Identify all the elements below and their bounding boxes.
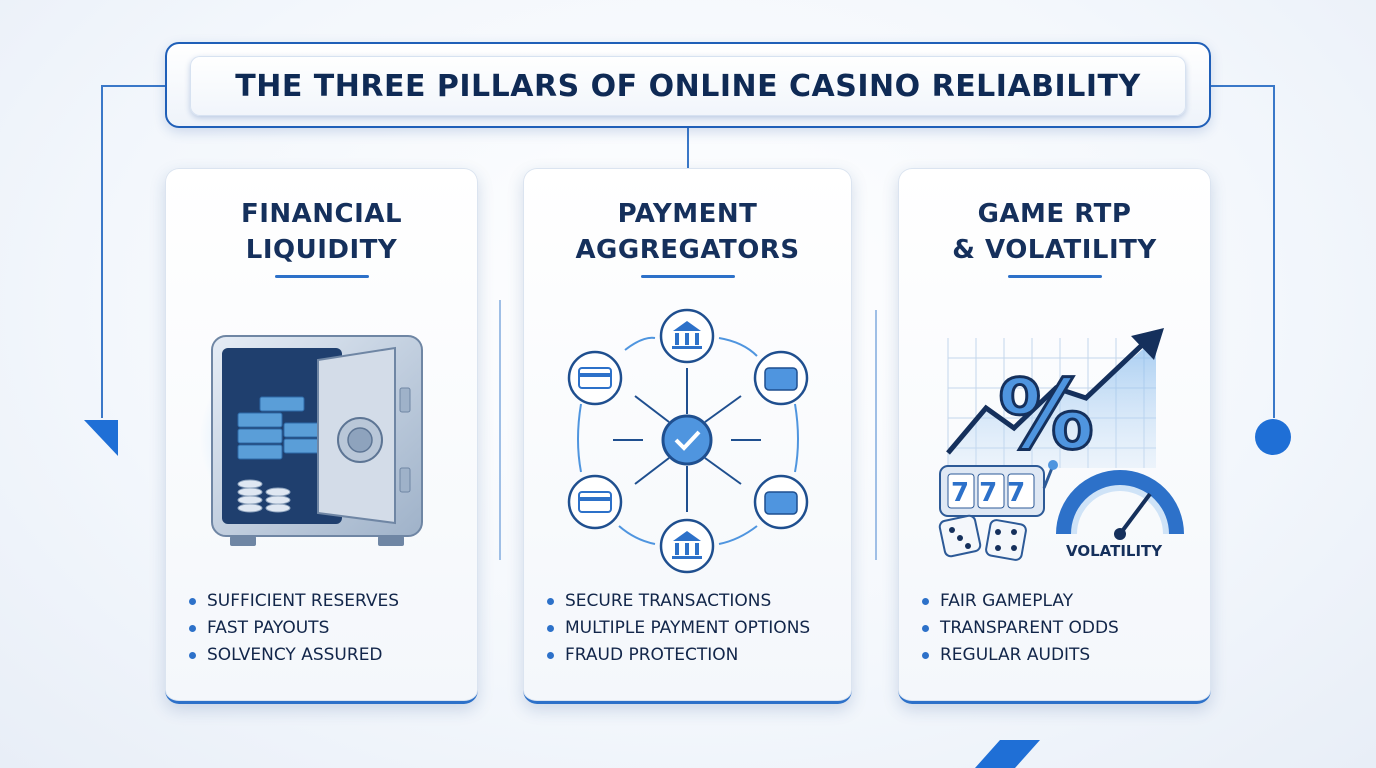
list-item: FAST PAYOUTS (189, 615, 468, 642)
list-item: SOLVENCY ASSURED (189, 642, 468, 669)
title-underline (274, 275, 369, 278)
pillar-card-game-rtp-volatility: GAME RTP & VOLATILITY % 777 (898, 168, 1211, 704)
pillar-bullets: FAIR GAMEPLAY TRANSPARENT ODDS REGULAR A… (922, 588, 1201, 669)
pillar-card-financial-liquidity: FINANCIAL LIQUIDITY (165, 168, 478, 704)
rtp-chart-icon: % 777 VOLATILITY (938, 328, 1184, 561)
list-item: MULTIPLE PAYMENT OPTIONS (547, 615, 842, 642)
list-item: FRAUD PROTECTION (547, 642, 842, 669)
bottom-stripe-marker (975, 740, 1040, 768)
title-banner: THE THREE PILLARS OF ONLINE CASINO RELIA… (190, 56, 1186, 116)
list-item: SECURE TRANSACTIONS (547, 588, 842, 615)
list-item: REGULAR AUDITS (922, 642, 1201, 669)
list-item: SUFFICIENT RESERVES (189, 588, 468, 615)
pillar-title: PAYMENT AGGREGATORS (575, 199, 800, 265)
slot-digits: 777 (951, 478, 1035, 508)
title-underline (640, 275, 735, 278)
payment-network-icon (567, 308, 809, 574)
list-item: TRANSPARENT ODDS (922, 615, 1201, 642)
left-triangle-marker (84, 420, 118, 456)
right-dot-marker (1255, 419, 1291, 455)
title-underline (1007, 275, 1102, 278)
list-item: FAIR GAMEPLAY (922, 588, 1201, 615)
pillar-card-payment-aggregators: PAYMENT AGGREGATORS (523, 168, 852, 704)
pillar-title: GAME RTP & VOLATILITY (952, 199, 1157, 265)
pillar-bullets: SECURE TRANSACTIONS MULTIPLE PAYMENT OPT… (547, 588, 842, 669)
percent-symbol: % (998, 359, 1094, 471)
safe-with-cash-icon (200, 335, 423, 546)
pillar-bullets: SUFFICIENT RESERVES FAST PAYOUTS SOLVENC… (189, 588, 468, 669)
pillar-title: FINANCIAL LIQUIDITY (240, 199, 403, 265)
page-title: THE THREE PILLARS OF ONLINE CASINO RELIA… (235, 68, 1141, 104)
volatility-label: VOLATILITY (1066, 542, 1163, 560)
